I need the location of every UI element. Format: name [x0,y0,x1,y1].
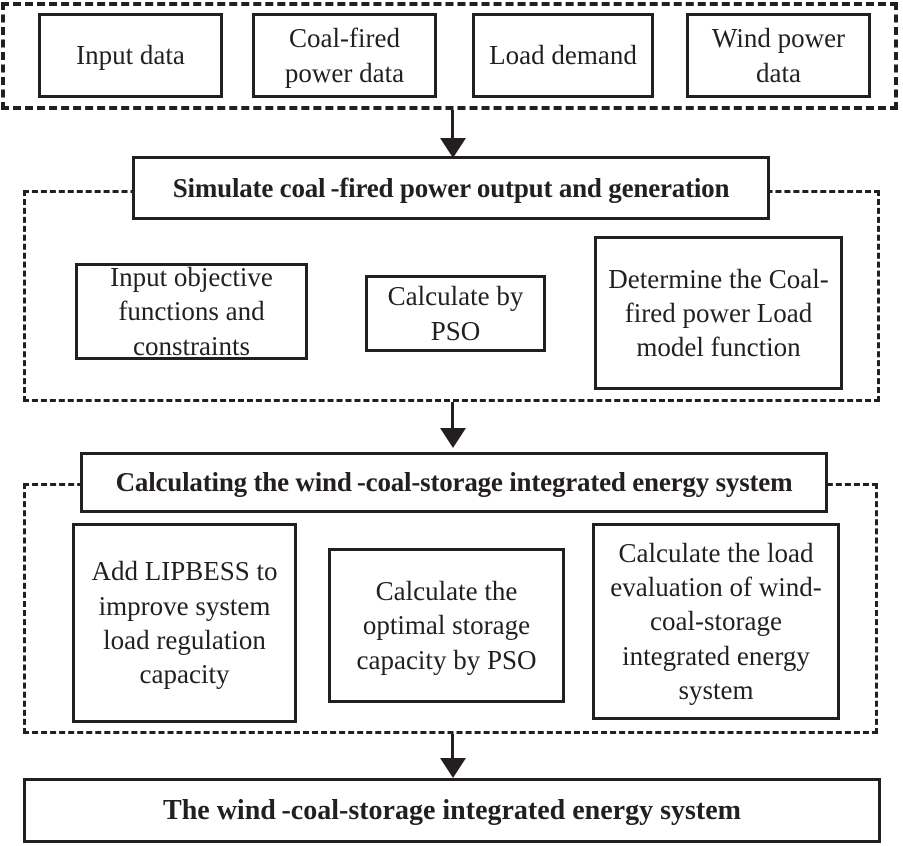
box-optimal-storage-capacity: Calculate the optimal storage capacity b… [328,548,565,703]
box-input-data: Input data [38,13,223,98]
flow-arrow-2-stem [451,402,454,430]
flow-arrow-1-stem [451,110,454,140]
flow-arrow-3-head [440,758,466,778]
final-result-box: The wind -coal-storage integrated energy… [23,778,881,843]
stage2-title-box: Calculating the wind -coal-storage integ… [80,452,828,513]
stage1-title-box: Simulate coal -fired power output and ge… [132,156,770,220]
flow-arrow-1-head [440,138,466,158]
box-add-lipbess: Add LIPBESS to improve system load regul… [72,523,297,723]
box-coal-fired-load-model: Determine the Coal- fired power Load mod… [594,236,843,390]
box-load-evaluation: Calculate the load evaluation of wind- c… [592,523,840,720]
box-wind-power-data: Wind power data [686,13,871,98]
flow-arrow-2-head [440,428,466,448]
flow-arrow-3-stem [451,734,454,760]
box-objective-functions-constraints: Input objective functions and constraint… [75,262,308,361]
box-load-demand: Load demand [472,13,654,98]
box-coal-fired-power-data: Coal-fired power data [252,13,437,98]
box-calculate-by-pso: Calculate by PSO [365,275,546,352]
input-data-group-outline [1,2,898,110]
